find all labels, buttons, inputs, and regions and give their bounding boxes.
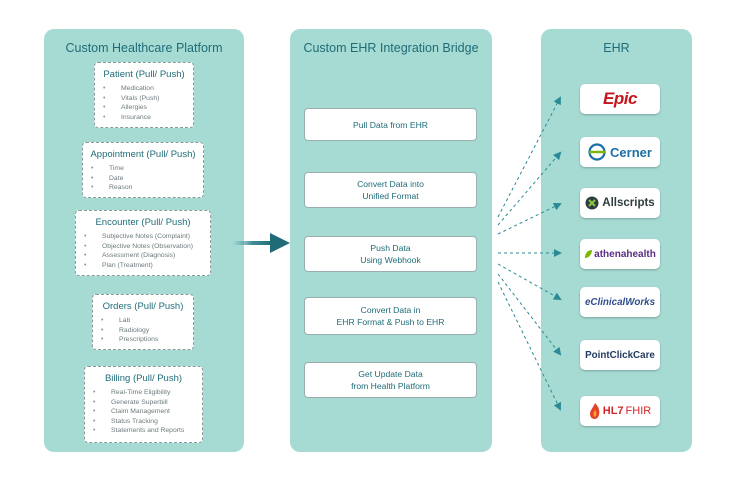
card-title: Appointment (Pull/ Push) [90,149,196,160]
card-title: Billing (Pull/ Push) [104,373,183,384]
fhir-logo-text: FHIR [625,405,652,417]
appointment-card: Appointment (Pull/ Push) Time Date Reaso… [82,142,204,198]
list-item: Prescriptions [93,335,193,345]
hl7-flame-icon [589,403,600,419]
encounter-card: Encounter (Pull/ Push) Subjective Notes … [75,210,211,276]
healthcare-platform-title: Custom Healthcare Platform [65,41,223,55]
hl7-logo-text: HL7 [602,405,624,417]
arrow-to-allscripts [497,203,562,235]
list-item: Reason [83,183,203,193]
arrow-to-eclinicalworks [497,263,562,300]
step-push-webhook: Push Data Using Webhook [304,236,477,272]
list-item: Time [83,164,203,174]
list-item: Lab [93,316,193,326]
cerner-logo-text: Cerner [610,144,652,160]
card-title: Encounter (Pull/ Push) [95,217,191,228]
step-pull-data: Pull Data from EHR [304,108,477,141]
list-item: Real-Time Eligibility [85,388,202,398]
ehr-title: EHR [603,41,630,55]
list-item: Status Tracking [85,417,202,427]
card-title: Patient (Pull/ Push) [103,69,185,80]
arrow-to-hl7-fhir [497,281,561,411]
list-item: Insurance [95,113,193,123]
list-item: Plan (Treatment) [76,261,210,271]
epic-logo-text: Epic [603,89,637,108]
cerner-icon [588,143,606,161]
list-item: Claim Management [85,407,202,417]
athenahealth-logo-text: athenahealth [594,248,656,260]
athenahealth-logo: athenahealth [580,239,660,269]
allscripts-logo-text: Allscripts [602,197,655,209]
list-item: Statements and Reports [85,426,202,436]
card-title: Orders (Pull/ Push) [102,301,184,312]
arrow-to-pointclickcare [497,273,562,356]
patient-card: Patient (Pull/ Push) Medication Vitals (… [94,62,194,128]
list-item: Date [83,174,203,184]
athenahealth-leaf-icon [585,250,593,258]
main-flow-arrow [232,233,290,253]
list-item: Generate Superbill [85,398,202,408]
list-item: Radiology [93,326,193,336]
eclinicalworks-logo: eClinicalWorks [580,287,660,317]
list-item: Medication [95,84,193,94]
arrow-to-epic [497,96,561,218]
step-convert-ehr-format: Convert Data in EHR Format & Push to EHR [304,297,477,335]
integration-bridge-title: Custom EHR Integration Bridge [303,41,479,55]
list-item: Vitals (Push) [95,94,193,104]
allscripts-icon [585,196,599,210]
list-item: Subjective Notes (Complaint) [76,232,210,242]
arrow-to-cerner [497,151,562,226]
list-item: Assessment (Diagnosis) [76,251,210,261]
eclinicalworks-logo-text: eClinicalWorks [584,296,656,308]
hl7-fhir-logo: HL7 FHIR [580,396,660,426]
step-get-update-data: Get Update Data from Health Platform [304,362,477,398]
list-item: Objective Notes (Observation) [76,242,210,252]
pointclickcare-logo-text: PointClickCare [585,349,655,361]
list-item: Allergies [95,103,193,113]
epic-logo: Epic [580,84,660,114]
billing-card: Billing (Pull/ Push) Real-Time Eligibili… [84,366,203,443]
cerner-logo: Cerner [580,137,660,167]
allscripts-logo: Allscripts [580,188,660,218]
orders-card: Orders (Pull/ Push) Lab Radiology Prescr… [92,294,194,350]
pointclickcare-logo: PointClickCare [580,340,660,370]
step-convert-unified: Convert Data into Unified Format [304,172,477,208]
